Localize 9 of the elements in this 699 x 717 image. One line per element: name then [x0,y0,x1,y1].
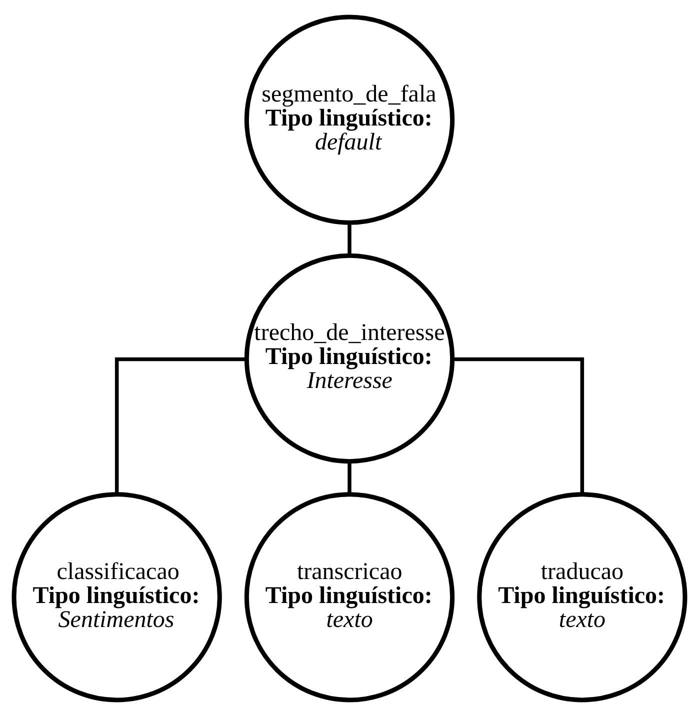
node-circle: transcricao Tipo linguístico: texto [244,492,455,702]
node-circle: classificacao Tipo linguístico: Sentimentos [12,492,222,702]
connector [348,223,352,256]
node-circle: segmento_de_fala Tipo linguístico: default [244,14,455,225]
connector [452,357,584,494]
node-circle: trecho_de_interesse Tipo linguístico: Interesse [244,253,455,464]
node-circle: traducao Tipo linguístico: texto [477,492,688,702]
connector [114,357,246,494]
connector [348,462,352,494]
